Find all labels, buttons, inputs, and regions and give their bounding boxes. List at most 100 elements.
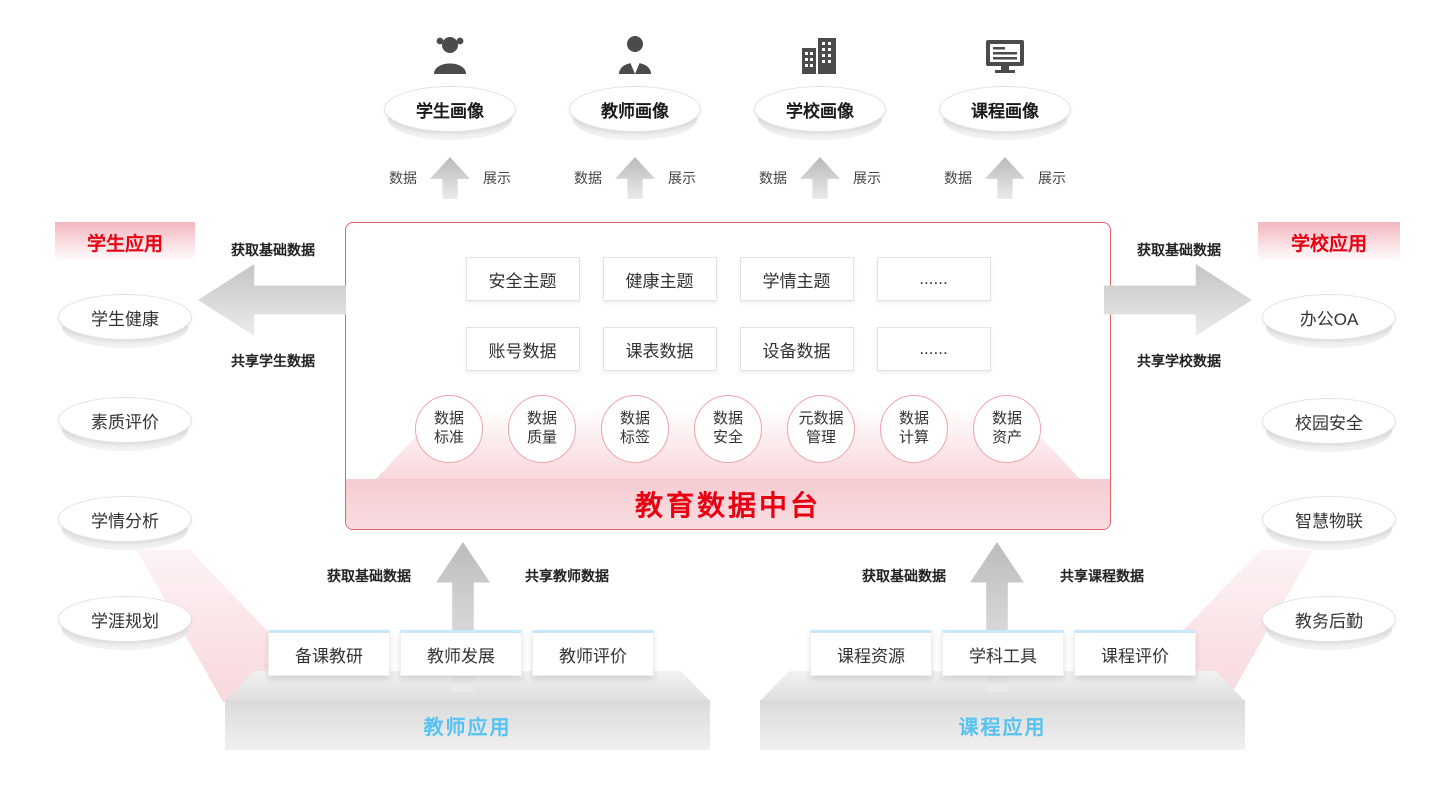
capability-circle: 元数据 管理 — [787, 395, 855, 463]
portrait-label: 学生画像 — [384, 86, 516, 132]
flow-row: 数据 展示 — [759, 156, 881, 200]
flow-label-display: 展示 — [853, 170, 881, 186]
flow-label-data: 数据 — [389, 170, 417, 186]
circle-line1: 数据 — [526, 410, 557, 428]
course-app-box: 课程评价 — [1074, 630, 1196, 676]
flow-row: 数据 展示 — [944, 156, 1066, 200]
circle-line1: 数据 — [712, 410, 743, 428]
school-app-item: 校园安全 — [1262, 398, 1396, 452]
up-arrow-icon — [800, 157, 840, 199]
portrait-label: 学校画像 — [754, 86, 886, 132]
school-apps-header: 学校应用 — [1258, 222, 1400, 262]
student-app-item: 学生健康 — [58, 294, 192, 348]
circle-line2: 资产 — [991, 429, 1022, 446]
right-arrow-icon — [1104, 264, 1252, 336]
portrait-group-teacher: 教师画像 数据 展示 — [550, 26, 720, 200]
student-apps-header: 学生应用 — [55, 222, 195, 262]
circle-line2: 安全 — [712, 429, 743, 446]
circle-line2: 标准 — [433, 429, 464, 446]
capability-circle-row: 数据 标准 数据 质量 数据 标签 数据 安全 元数据 管理 数据 计算 — [346, 395, 1110, 463]
up-arrow-icon — [430, 157, 470, 199]
course-app-box: 学科工具 — [942, 630, 1064, 676]
school-icon — [798, 26, 842, 78]
data-box: 课表数据 — [602, 327, 717, 371]
left-arrow-icon — [198, 264, 346, 336]
capability-circle: 数据 标准 — [415, 395, 483, 463]
flow-row: 数据 展示 — [389, 156, 511, 200]
right-arrow-top-label: 获取基础数据 — [1137, 242, 1221, 258]
school-app-label: 办公OA — [1262, 294, 1396, 340]
left-arrow-bottom-label: 共享学生数据 — [231, 353, 315, 369]
data-box-row: 账号数据 课表数据 设备数据 ...... — [346, 327, 1110, 371]
school-app-item: 教务后勤 — [1262, 596, 1396, 650]
course-app-box: 课程资源 — [810, 630, 932, 676]
capability-circle: 数据 资产 — [973, 395, 1041, 463]
teacher-icon — [613, 26, 657, 78]
flow-label-display: 展示 — [1038, 170, 1066, 186]
portrait-disc: 课程画像 — [939, 86, 1071, 140]
student-app-label: 学涯规划 — [58, 596, 192, 642]
teacher-app-box: 教师发展 — [400, 630, 522, 676]
theme-box-row: 安全主题 健康主题 学情主题 ...... — [346, 257, 1110, 301]
school-app-item: 办公OA — [1262, 294, 1396, 348]
school-app-item: 智慧物联 — [1262, 496, 1396, 550]
course-arrow-left-label: 获取基础数据 — [862, 568, 946, 584]
circle-line1: 元数据 — [798, 410, 844, 428]
portrait-label: 课程画像 — [939, 86, 1071, 132]
school-app-label: 教务后勤 — [1262, 596, 1396, 642]
flow-label-data: 数据 — [759, 170, 787, 186]
portrait-disc: 学校画像 — [754, 86, 886, 140]
theme-box-more: ...... — [876, 257, 991, 301]
circle-line2: 管理 — [805, 429, 836, 446]
school-app-label: 智慧物联 — [1262, 496, 1396, 542]
up-arrow-icon — [615, 157, 655, 199]
student-app-label: 素质评价 — [58, 397, 192, 443]
portrait-group-school: 学校画像 数据 展示 — [735, 26, 905, 200]
portrait-disc: 教师画像 — [569, 86, 701, 140]
teacher-arrow-right-label: 共享教师数据 — [525, 568, 609, 584]
up-arrow-icon — [985, 157, 1025, 199]
circle-line2: 标签 — [619, 429, 650, 446]
platform-title: 教育数据中台 — [346, 479, 1110, 529]
student-app-label: 学生健康 — [58, 294, 192, 340]
circle-line1: 数据 — [991, 410, 1022, 428]
teacher-apps-title: 教师应用 — [225, 700, 710, 750]
teacher-arrow-left-label: 获取基础数据 — [327, 568, 411, 584]
student-app-label: 学情分析 — [58, 496, 192, 542]
capability-circle: 数据 标签 — [601, 395, 669, 463]
student-app-item: 学情分析 — [58, 496, 192, 550]
theme-box: 安全主题 — [465, 257, 580, 301]
data-box: 设备数据 — [739, 327, 854, 371]
data-box: 账号数据 — [465, 327, 580, 371]
flow-label-display: 展示 — [668, 170, 696, 186]
student-app-item: 素质评价 — [58, 397, 192, 451]
flow-label-data: 数据 — [944, 170, 972, 186]
portrait-label: 教师画像 — [569, 86, 701, 132]
theme-box: 学情主题 — [739, 257, 854, 301]
capability-circle: 数据 计算 — [880, 395, 948, 463]
right-arrow-bottom-label: 共享学校数据 — [1137, 353, 1221, 369]
circle-line2: 质量 — [526, 429, 557, 446]
course-apps-title: 课程应用 — [760, 700, 1245, 750]
circle-line1: 数据 — [433, 410, 464, 428]
theme-box: 健康主题 — [602, 257, 717, 301]
portrait-disc: 学生画像 — [384, 86, 516, 140]
circle-line1: 数据 — [619, 410, 650, 428]
data-platform-box: 安全主题 健康主题 学情主题 ...... 账号数据 课表数据 设备数据 ...… — [345, 222, 1111, 530]
course-arrow-right-label: 共享课程数据 — [1060, 568, 1144, 584]
capability-circle: 数据 安全 — [694, 395, 762, 463]
portrait-group-student: 学生画像 数据 展示 — [365, 26, 535, 200]
teacher-app-box: 备课教研 — [268, 630, 390, 676]
data-box-more: ...... — [876, 327, 991, 371]
capability-circle: 数据 质量 — [508, 395, 576, 463]
portrait-group-course: 课程画像 数据 展示 — [920, 26, 1090, 200]
student-icon — [428, 26, 472, 78]
school-app-label: 校园安全 — [1262, 398, 1396, 444]
left-arrow-top-label: 获取基础数据 — [231, 242, 315, 258]
circle-line2: 计算 — [898, 429, 929, 446]
flow-label-data: 数据 — [574, 170, 602, 186]
flow-row: 数据 展示 — [574, 156, 696, 200]
course-icon — [982, 26, 1028, 78]
teacher-app-box: 教师评价 — [532, 630, 654, 676]
